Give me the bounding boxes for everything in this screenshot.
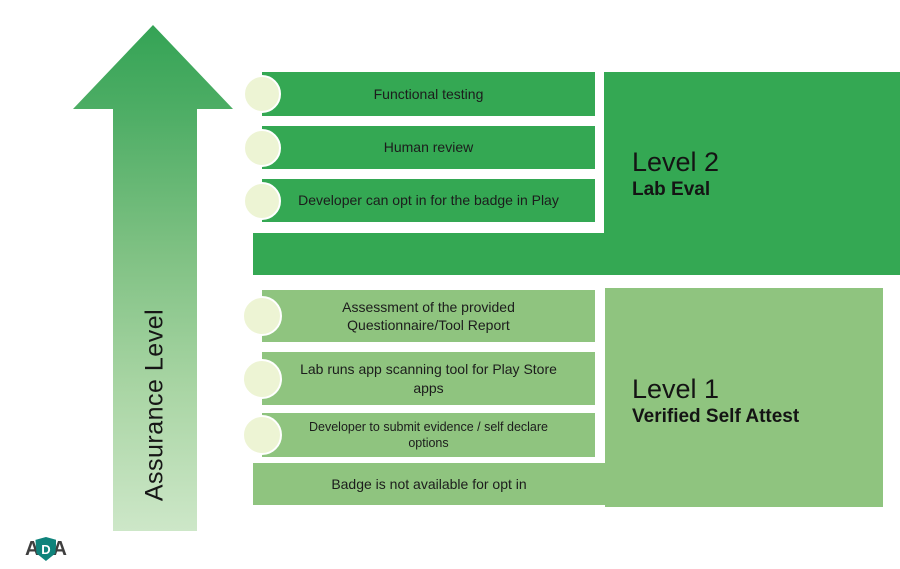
level1-pill-lab-scanning: Lab runs app scanning tool for Play Stor… (242, 352, 595, 405)
bullet-circle-icon (243, 181, 281, 220)
bullet-circle-icon (243, 128, 281, 167)
pill-label: Human review (383, 139, 474, 156)
pill-label: Assessment of the provided Questionnaire… (342, 298, 515, 333)
level1-pill-developer-evidence: Developer to submit evidence / self decl… (242, 413, 595, 457)
assurance-axis-label: Assurance Level (140, 308, 169, 502)
pill-label: Developer to submit evidence / self decl… (308, 419, 548, 451)
level2-pill-functional-testing: Functional testing (243, 72, 595, 116)
pill-label: Functional testing (373, 85, 484, 102)
level2-subtitle: Lab Eval (632, 179, 711, 200)
bullet-circle-icon (242, 415, 282, 455)
ada-logo: A D A (25, 536, 67, 562)
bullet-circle-icon (243, 75, 281, 113)
level2-caption: Level 2 Lab Eval (632, 147, 719, 202)
level1-caption: Level 1 Verified Self Attest (632, 374, 799, 429)
level1-base-bar: Badge is not available for opt in (253, 463, 883, 505)
level1-footer-label: Badge is not available for opt in (331, 476, 527, 492)
shield-icon: D (35, 537, 57, 561)
bullet-circle-icon (242, 296, 282, 336)
level2-pill-developer-opt-in: Developer can opt in for the badge in Pl… (243, 179, 595, 222)
level2-title: Level 2 (632, 147, 720, 177)
pill-label: Lab runs app scanning tool for Play Stor… (300, 361, 557, 396)
pill-label: Developer can opt in for the badge in Pl… (298, 192, 559, 209)
level2-base-bar (253, 233, 900, 275)
bullet-circle-icon (242, 358, 282, 399)
level1-subtitle: Verified Self Attest (632, 406, 800, 427)
level1-title: Level 1 (632, 374, 720, 404)
level1-pill-assessment: Assessment of the provided Questionnaire… (242, 290, 595, 342)
level2-pill-human-review: Human review (243, 126, 595, 169)
logo-letter-d: D (41, 541, 51, 557)
